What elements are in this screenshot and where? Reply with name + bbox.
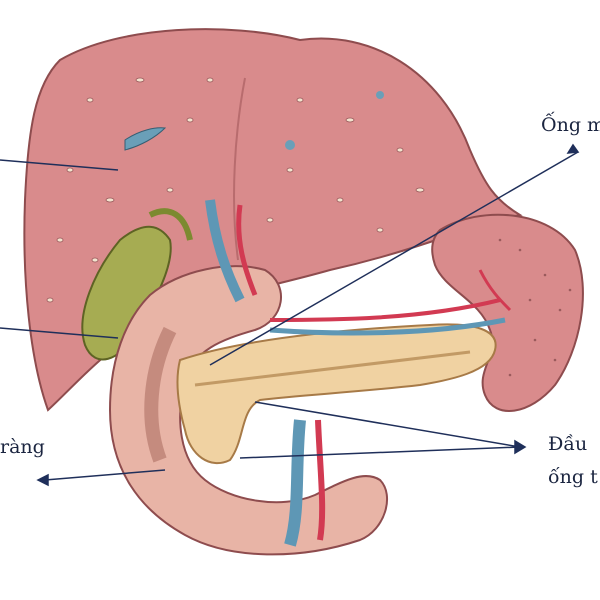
pointer-line-head [254, 401, 521, 448]
pointer-line-top-right [209, 151, 579, 366]
arrowhead-right-bottom [514, 439, 527, 455]
label-left-bottom: ràng [0, 436, 45, 458]
label-right-bottom-1: Đầu [548, 433, 588, 455]
label-right-bottom-2: ống t [548, 466, 598, 488]
pointer-line-gallbladder [0, 327, 119, 339]
blood-vessels [205, 199, 512, 547]
pancreas [176, 323, 497, 465]
spleen [431, 213, 584, 412]
pointer-lines [0, 143, 580, 487]
label-top-right: Ống m [541, 114, 600, 136]
pointer-line-duct [239, 446, 521, 459]
arrowhead-left-bottom [36, 473, 49, 487]
pointer-line-left-bottom [44, 469, 166, 481]
arrowhead-top-right [566, 143, 580, 154]
pointer-line-liver [0, 159, 119, 171]
